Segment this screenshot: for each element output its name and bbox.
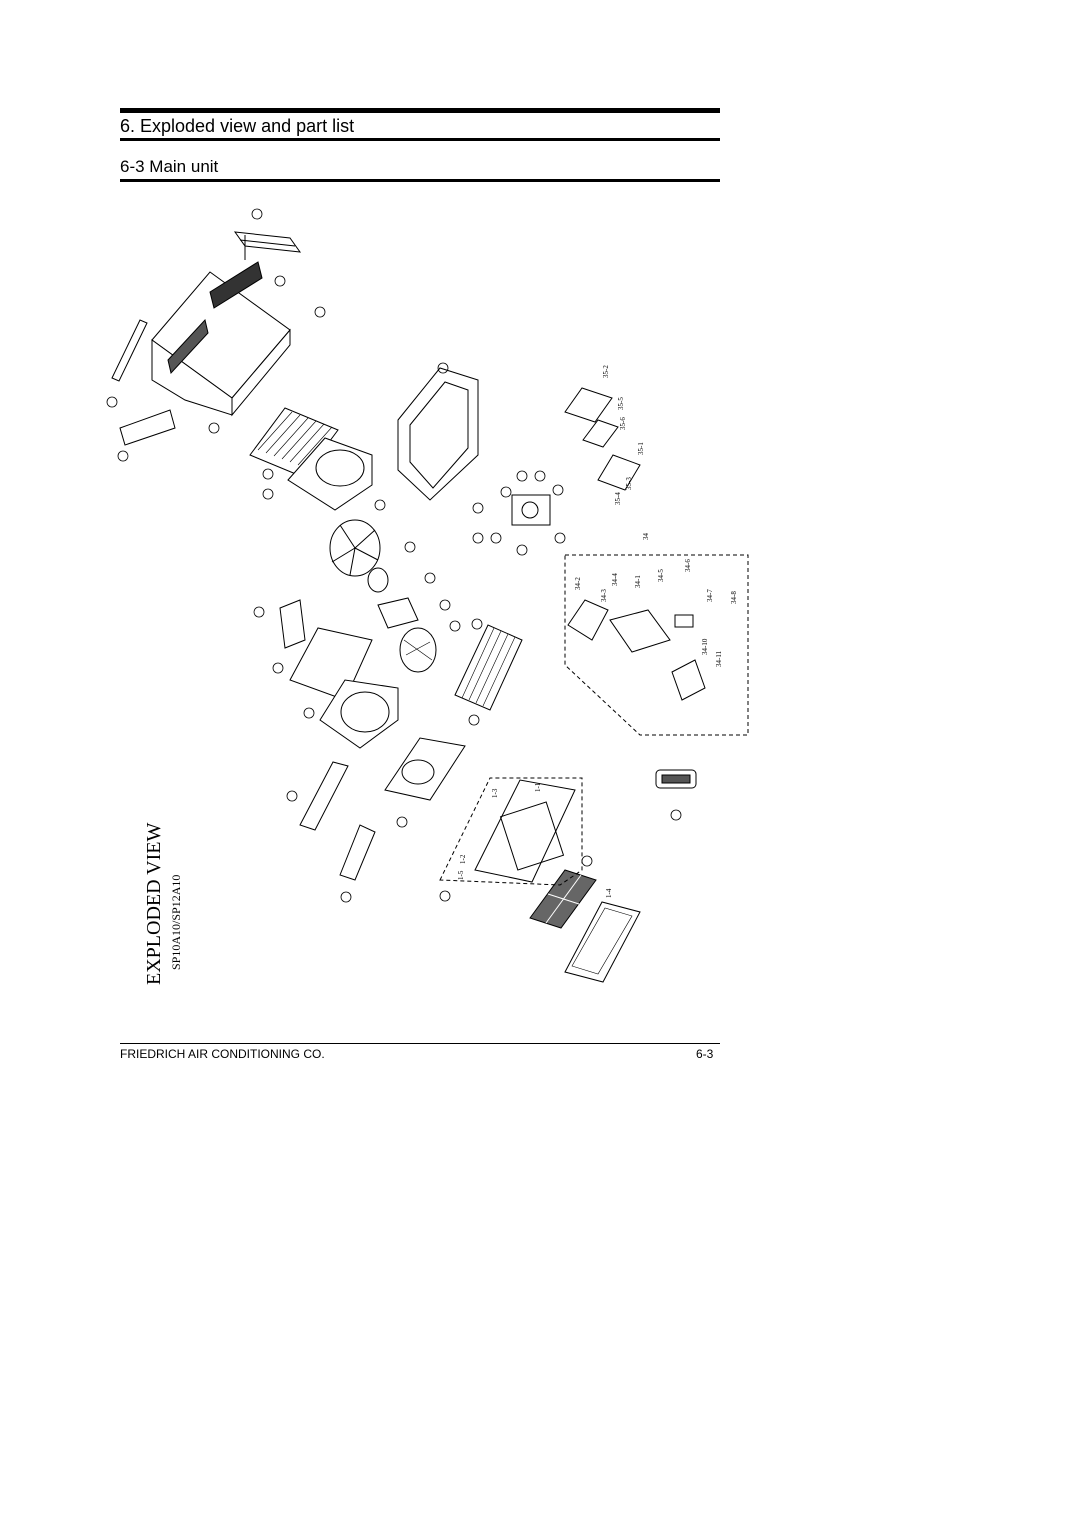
footer-company: FRIEDRICH AIR CONDITIONING CO. [120, 1047, 325, 1061]
evaporator-coil-part [454, 624, 523, 711]
blower-wheel-part [399, 627, 437, 673]
label-35-1: 35-1 [637, 442, 645, 455]
subsection-rule [120, 179, 720, 182]
label-1-3: 1-3 [491, 788, 499, 798]
subsection-title: 6-3 Main unit [120, 157, 219, 176]
top-rail-part [233, 231, 302, 260]
subassembly-35-parts [564, 387, 641, 491]
section-rule [120, 138, 720, 141]
footer-page-number: 6-3 [696, 1047, 714, 1061]
callout-markers [106, 208, 682, 903]
bracket-part [299, 761, 349, 831]
label-35-5: 35-5 [617, 397, 625, 410]
section-title: 6. Exploded view and part list [120, 116, 355, 136]
compressor-assembly-part [511, 494, 551, 526]
label-34-2: 34-2 [574, 577, 582, 590]
exploded-view-diagram: 34 34-1 34-2 34-3 34-4 34-5 34-6 34-7 34… [106, 208, 749, 985]
base-pan-part [397, 367, 479, 501]
label-34-10: 34-10 [701, 638, 709, 655]
top-thick-rule [120, 108, 720, 113]
front-grille-part [474, 779, 576, 883]
label-34-6: 34-6 [684, 559, 692, 572]
label-34-11: 34-11 [715, 650, 723, 667]
label-35-2: 35-2 [602, 365, 610, 378]
drain-pan-part [384, 737, 466, 801]
condenser-fan-part [329, 519, 381, 577]
motor-bracket-part [377, 597, 419, 629]
label-34-1: 34-1 [634, 575, 642, 588]
side-rail-left-part [111, 319, 148, 382]
label-1-4: 1-4 [605, 888, 613, 898]
model-numbers: SP10A10/SP12A10 [169, 875, 183, 970]
label-35-4: 35-4 [614, 492, 622, 505]
shroud-part [287, 437, 373, 511]
fan-motor-part [367, 567, 389, 593]
scroll-housing-part [319, 679, 399, 749]
front-panel-part [564, 901, 641, 983]
subassembly-1-box [439, 777, 583, 886]
subassembly-34-box [564, 554, 749, 736]
filter-part [529, 869, 597, 929]
label-34-4: 34-4 [611, 573, 619, 586]
label-1-2: 1-2 [459, 854, 467, 864]
label-34: 34 [642, 533, 650, 541]
label-1-5: 1-5 [457, 870, 465, 880]
label-34-5: 34-5 [657, 569, 665, 582]
label-34-7: 34-7 [706, 589, 714, 602]
label-1-1: 1-1 [534, 782, 542, 792]
subassembly-34-parts [567, 599, 706, 701]
label-34-8: 34-8 [730, 591, 738, 604]
footer-rule [120, 1043, 720, 1044]
cabinet-part [151, 261, 291, 417]
label-34-3: 34-3 [600, 589, 608, 602]
exploded-view-title: EXPLODED VIEW [143, 822, 165, 985]
handle-part [339, 824, 376, 881]
label-35-3: 35-3 [625, 477, 633, 490]
control-box-part [279, 599, 306, 649]
condenser-coil-part [249, 407, 339, 478]
remote-control-part [655, 769, 697, 789]
label-35-6: 35-6 [619, 417, 627, 430]
bottom-rail-part [119, 409, 176, 446]
